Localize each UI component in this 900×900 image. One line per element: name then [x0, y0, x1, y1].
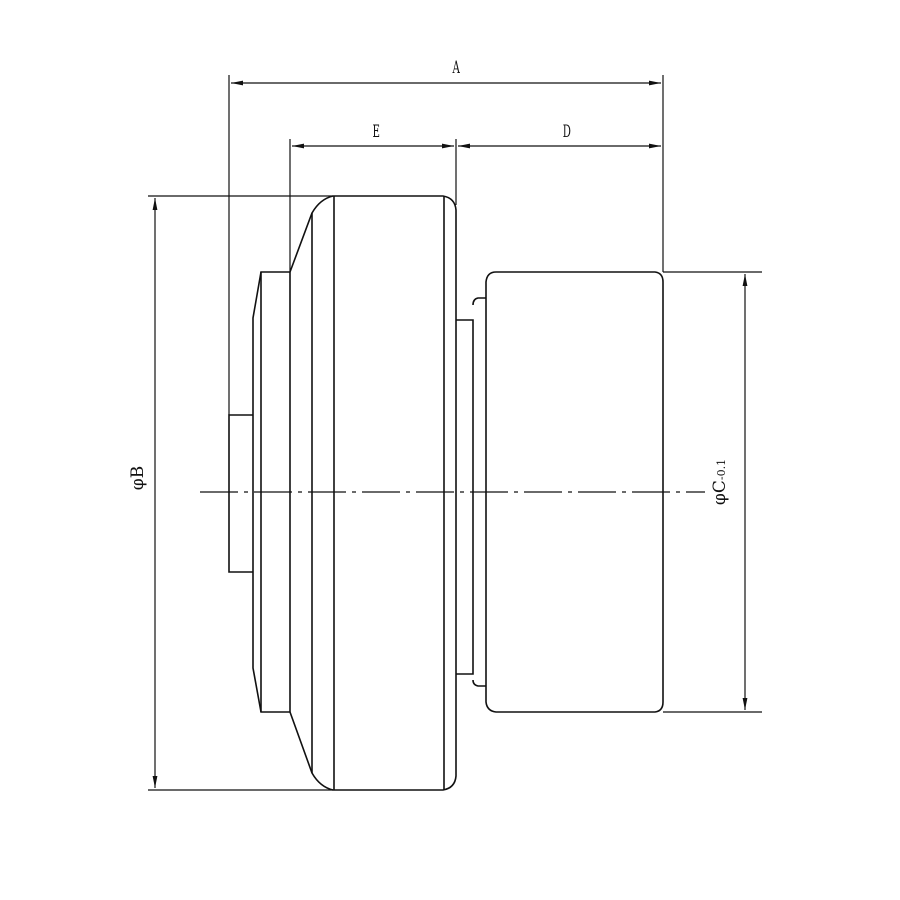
dimension-b-lines: [148, 195, 333, 791]
dimension-c-lines: [663, 271, 762, 713]
dimension-a-label: A: [452, 58, 460, 78]
dimension-d-label: D: [562, 122, 571, 142]
dimension-c-tolerance: -0.1: [715, 458, 729, 481]
dimension-b-text: φB: [128, 465, 149, 491]
right-stud: [456, 271, 664, 713]
wheel-body: [289, 195, 457, 791]
dimension-e-label: E: [372, 122, 380, 142]
dimension-b-label: φB: [128, 466, 148, 490]
dimension-c-text: φC: [710, 480, 731, 506]
dimension-a-lines: [228, 75, 664, 415]
dimension-e-d-lines: [289, 139, 661, 272]
dimension-c-label: φC-0.1: [710, 459, 730, 505]
